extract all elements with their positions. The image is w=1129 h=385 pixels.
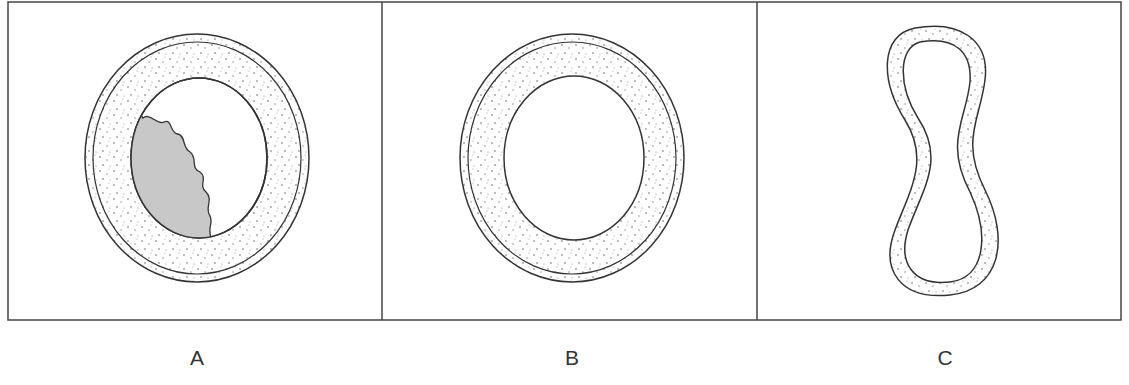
panel-frame	[8, 2, 1121, 320]
panel-label: B	[552, 346, 592, 370]
panel-divider	[756, 2, 758, 320]
panel-divider	[381, 2, 383, 320]
vein	[887, 26, 998, 295]
panel-label: A	[177, 346, 217, 370]
artery-with-plaque	[85, 34, 309, 282]
panel-label: C	[925, 346, 965, 370]
normal-artery	[460, 34, 684, 282]
